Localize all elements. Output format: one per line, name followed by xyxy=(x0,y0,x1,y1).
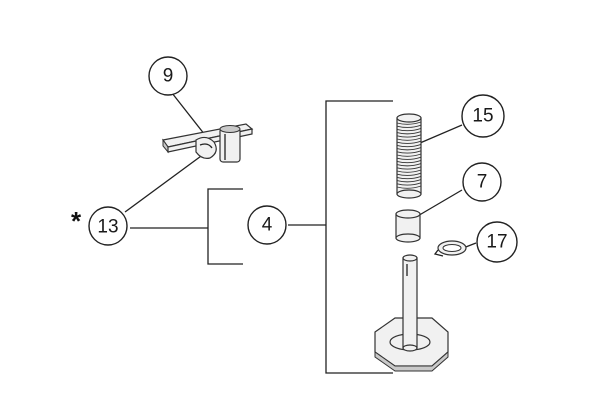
callout-15-label: 15 xyxy=(472,106,493,127)
part-15-threaded-rod xyxy=(396,113,422,199)
callout-17-label: 17 xyxy=(486,232,507,253)
callout-9-label: 9 xyxy=(163,66,174,87)
thread-line xyxy=(396,185,422,189)
callout-15[interactable]: 15 xyxy=(461,94,505,138)
part-17-clip-ring xyxy=(433,240,467,257)
asterisk-marker: * xyxy=(71,206,82,236)
group-bracket-4 xyxy=(288,100,393,374)
thread-line xyxy=(396,147,422,151)
thread-line xyxy=(396,131,422,135)
part-4-post-with-base xyxy=(374,254,449,372)
callout-7-label: 7 xyxy=(477,172,488,193)
thread-line xyxy=(396,163,422,167)
part-7-spacer xyxy=(395,209,421,243)
thread-line xyxy=(396,134,422,138)
thread-line xyxy=(396,153,422,157)
thread-line xyxy=(396,140,422,144)
thread-line xyxy=(396,159,422,164)
thread-line xyxy=(396,166,422,170)
callout-17[interactable]: 17 xyxy=(476,221,518,263)
callout-13-label: 13 xyxy=(97,217,118,238)
thread-line xyxy=(396,156,422,160)
thread-line xyxy=(396,121,422,125)
thread-line xyxy=(396,150,422,154)
thread-line xyxy=(396,137,422,141)
callout-13[interactable]: 13 xyxy=(88,206,128,246)
callout-7[interactable]: 7 xyxy=(462,162,502,202)
thread-line xyxy=(396,124,422,128)
callout-9[interactable]: 9 xyxy=(148,56,188,96)
leader-lines xyxy=(124,92,477,251)
thread-line xyxy=(396,127,422,132)
thread-line xyxy=(396,143,422,148)
thread-line xyxy=(396,182,422,186)
thread-line xyxy=(396,175,422,180)
thread-line xyxy=(396,172,422,176)
group-bracket-13 xyxy=(130,188,243,265)
part-9-bracket-clip xyxy=(161,123,254,163)
callout-4[interactable]: 4 xyxy=(247,205,287,245)
thread-line xyxy=(396,169,422,173)
callout-4-label: 4 xyxy=(262,215,273,236)
thread-line xyxy=(396,179,422,183)
